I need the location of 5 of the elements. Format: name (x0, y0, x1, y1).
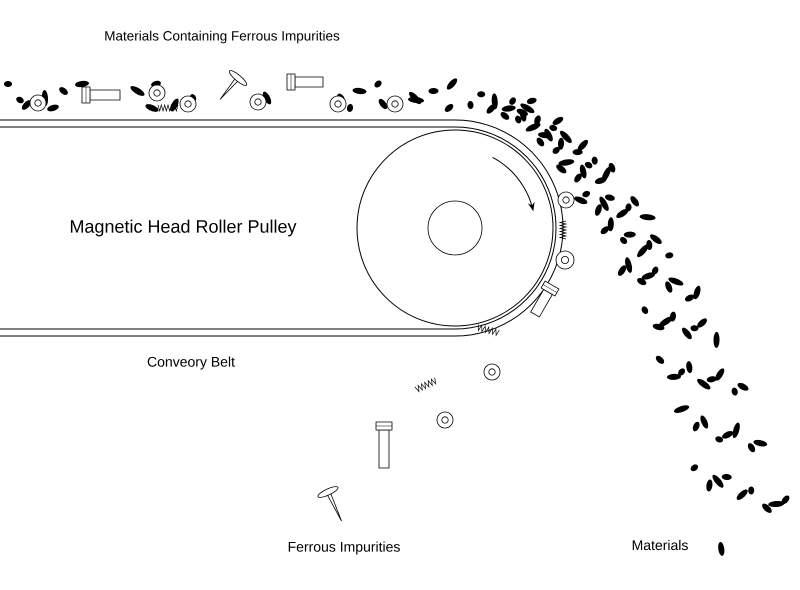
part-label: Materials (632, 540, 688, 550)
part-label: Magnetic Head Roller Pulley (70, 220, 296, 236)
title-text: Materials Containing Ferrous Impurities (105, 30, 340, 44)
part-label: Ferrous Impurities (288, 541, 400, 555)
part-label: Conveory Belt (148, 356, 235, 370)
